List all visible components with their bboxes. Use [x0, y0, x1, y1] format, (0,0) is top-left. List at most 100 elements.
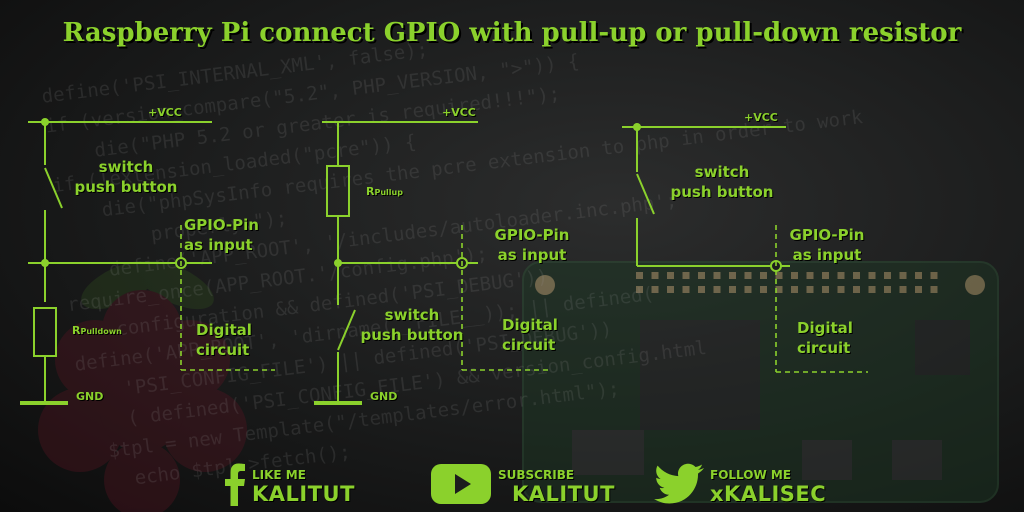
- gpio-header-pin: [899, 286, 907, 293]
- gpio-header-pin: [636, 286, 643, 293]
- gpio-header-pin: [775, 286, 783, 293]
- gpio-header-pin: [853, 286, 860, 293]
- facebook-large-text: KALITUT: [252, 482, 355, 506]
- switch-label-3-line2: push button: [670, 183, 774, 201]
- digital-label-3-line1: Digital: [797, 319, 853, 337]
- facebook-icon[interactable]: [222, 462, 248, 506]
- gpio-header-pin: [837, 286, 845, 293]
- circuit-2-pullup: [314, 121, 550, 405]
- facebook-link[interactable]: LIKE ME KALITUT: [252, 468, 355, 506]
- gpio-label-2: GPIO-Pin as input: [476, 225, 588, 265]
- vcc-label-3: +VCC: [744, 111, 778, 124]
- gpio-header-pin: [868, 272, 876, 279]
- gpio-header-pin: [899, 272, 907, 279]
- digital-label-2: Digital circuit: [502, 315, 558, 355]
- switch-label-1-line1: switch: [98, 158, 154, 176]
- gpio-header-pin: [915, 272, 922, 279]
- gpio-header-pin: [868, 286, 876, 293]
- gpio-header-pin: [744, 286, 752, 293]
- switch-2-contact: [337, 309, 356, 351]
- switch-label-2-line1: switch: [384, 306, 440, 324]
- digital-label-2-line1: Digital: [502, 316, 558, 334]
- gpio-label-1-line2: as input: [184, 236, 253, 254]
- gpio-header-pin: [667, 272, 674, 279]
- switch-label-2-line2: push button: [360, 326, 464, 344]
- circuit-3-direct: [622, 123, 868, 373]
- gpio-header-pin: [760, 286, 767, 293]
- digital-label-1-line2: circuit: [196, 341, 250, 359]
- gpio-label-2-line2: as input: [497, 246, 567, 264]
- switch-3-contact: [636, 173, 655, 215]
- youtube-large-text: KALITUT: [512, 482, 615, 506]
- digital-label-1: Digital circuit: [196, 320, 252, 360]
- gpio-header-pin: [837, 272, 845, 279]
- gpio-header-pin: [915, 286, 922, 293]
- resistor-label-2-sub: Pullup: [374, 188, 403, 197]
- gpio-header-pin: [930, 272, 938, 279]
- resistor-label-1: RPulldown: [72, 324, 122, 337]
- switch-label-1-line2: push button: [74, 178, 178, 196]
- gpio-header-pin: [822, 286, 829, 293]
- resistor-pullup: [326, 165, 350, 217]
- gpio-header-pin: [729, 286, 736, 293]
- gpio-header-pin: [651, 272, 659, 279]
- twitter-icon[interactable]: [654, 462, 706, 506]
- gpio-header-pin: [636, 272, 643, 279]
- youtube-icon[interactable]: [430, 462, 492, 506]
- gpio-header-pin: [667, 286, 674, 293]
- gpio-header-pin: [713, 272, 721, 279]
- resistor-label-2: RPullup: [366, 185, 403, 198]
- gpio-header-pin: [853, 272, 860, 279]
- gpio-header-pin: [822, 272, 829, 279]
- digital-label-1-line1: Digital: [196, 321, 252, 339]
- page-title: Raspberry Pi connect GPIO with pull-up o…: [62, 18, 962, 48]
- switch-1-contact: [44, 167, 63, 209]
- digital-label-3: Digital circuit: [797, 318, 853, 358]
- gpio-header-pin: [806, 272, 814, 279]
- gpio-header-pin: [884, 286, 891, 293]
- vcc-label-1: +VCC: [148, 106, 182, 119]
- gpio-header-pin: [884, 272, 891, 279]
- youtube-link[interactable]: SUBSCRIBE KALITUT: [498, 468, 615, 506]
- youtube-small-text: SUBSCRIBE: [498, 468, 575, 482]
- gpio-header-pin: [775, 272, 783, 279]
- gpio-header-pin: [791, 286, 798, 293]
- gpio-header-pin: [744, 272, 752, 279]
- gpio-label-3-line2: as input: [792, 246, 862, 264]
- circuit-1-pulldown: [20, 118, 275, 405]
- gpio-label-3: GPIO-Pin as input: [786, 225, 868, 265]
- gpio-header-pin: [729, 272, 736, 279]
- resistor-label-1-sub: Pulldown: [80, 327, 122, 336]
- switch-label-1: switch push button: [70, 157, 182, 197]
- gpio-header-pin: [651, 286, 659, 293]
- gpio-header-pin: [698, 272, 705, 279]
- gpio-label-2-line1: GPIO-Pin: [494, 226, 570, 244]
- gpio-header-pin: [760, 272, 767, 279]
- gpio-header-pin: [791, 272, 798, 279]
- gnd-label-1: GND: [76, 390, 104, 403]
- gnd-label-2: GND: [370, 390, 398, 403]
- digital-label-3-line2: circuit: [797, 339, 851, 357]
- twitter-large-text: xKALISEC: [710, 482, 827, 506]
- resistor-label-2-main: R: [366, 185, 375, 198]
- gpio-header-pin: [930, 286, 938, 293]
- gpio-header-pin: [806, 286, 814, 293]
- gpio-label-3-line1: GPIO-Pin: [789, 226, 865, 244]
- switch-label-2: switch push button: [350, 305, 474, 345]
- twitter-small-text: FOLLOW ME: [710, 468, 792, 482]
- gpio-header-pin: [682, 286, 690, 293]
- gpio-header-pin: [713, 286, 721, 293]
- gpio-label-1-line1: GPIO-Pin: [184, 216, 259, 234]
- gpio-label-1: GPIO-Pin as input: [184, 215, 259, 255]
- twitter-link[interactable]: FOLLOW ME xKALISEC: [710, 468, 826, 506]
- switch-label-3: switch push button: [662, 162, 782, 202]
- resistor-pulldown: [33, 307, 57, 357]
- vcc-label-2: +VCC: [442, 106, 476, 119]
- gpio-header-pin: [682, 272, 690, 279]
- switch-label-3-line1: switch: [694, 163, 750, 181]
- resistor-label-1-main: R: [72, 324, 81, 337]
